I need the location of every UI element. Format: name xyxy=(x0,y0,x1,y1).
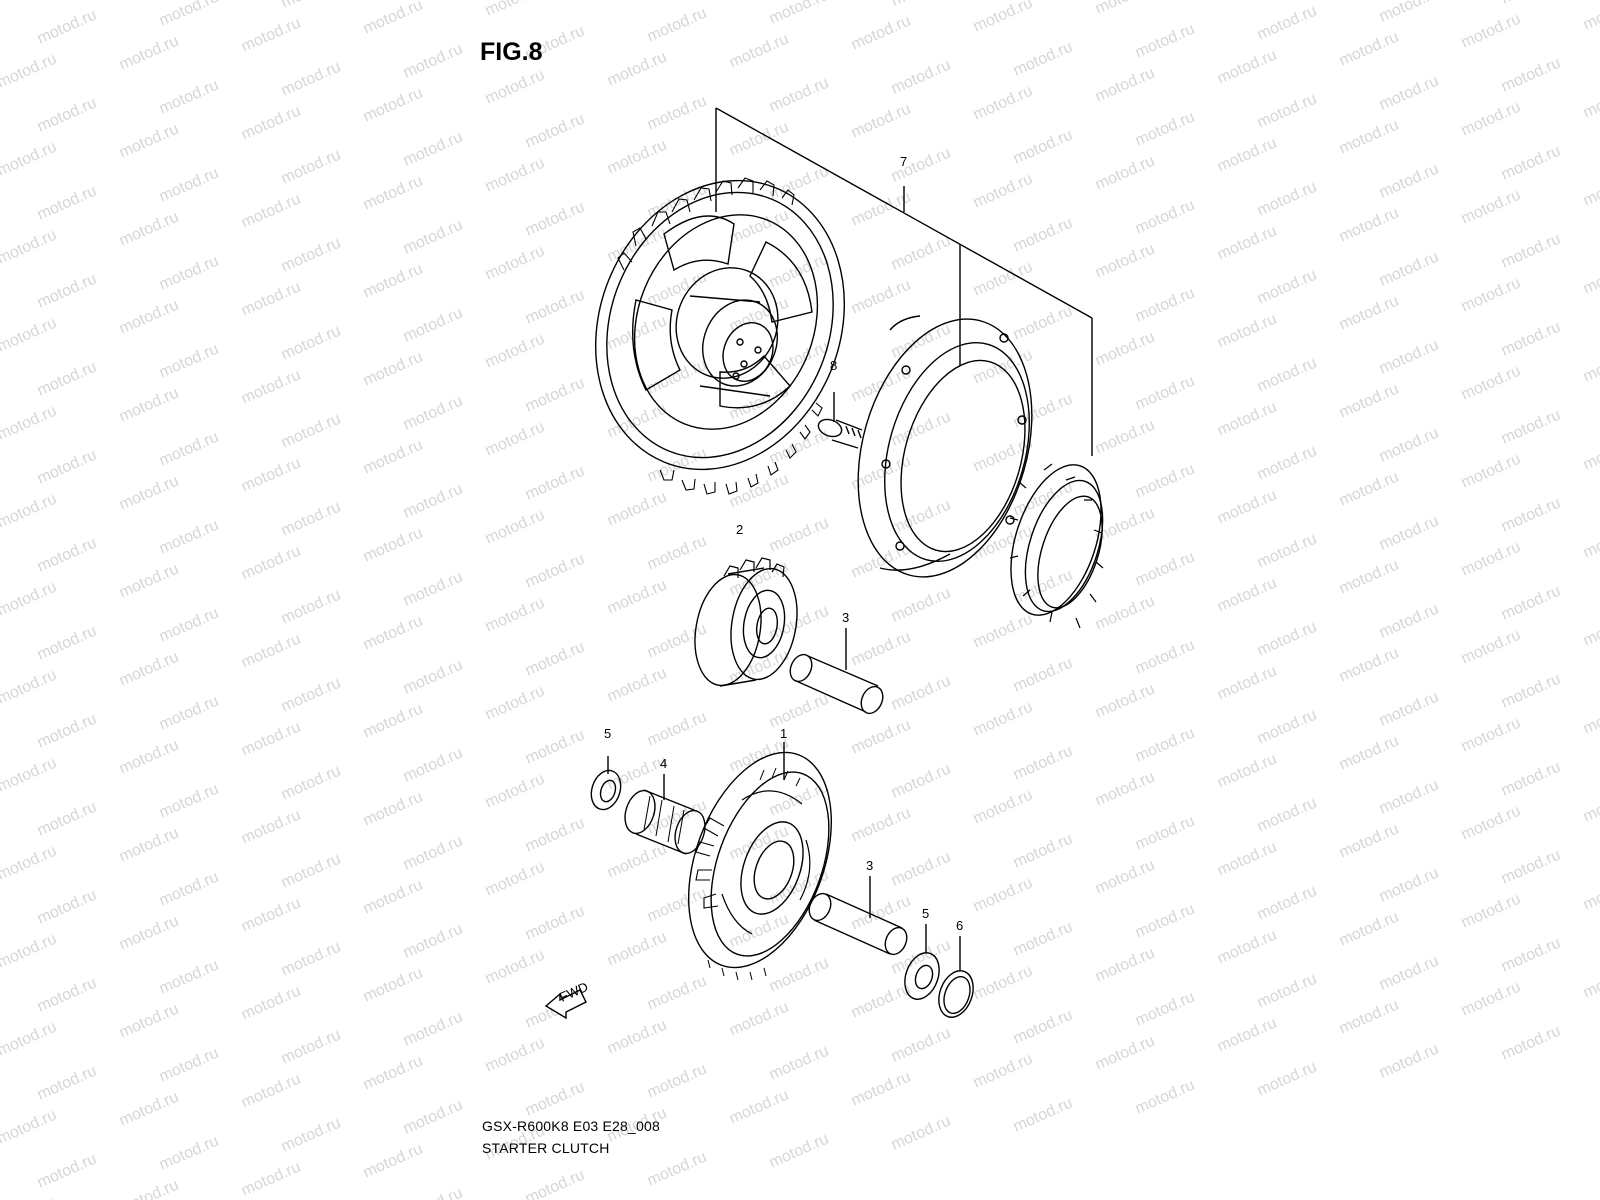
model-code: GSX-R600K8 E03 E28_008 xyxy=(482,1118,660,1134)
shaft-lower-part xyxy=(805,876,911,958)
callout-8: 8 xyxy=(830,358,837,373)
shaft-upper-part xyxy=(786,628,887,717)
callout-3-lower: 3 xyxy=(866,858,873,873)
callout-5-right: 5 xyxy=(922,906,929,921)
figure-title: FIG.8 xyxy=(480,38,543,66)
bolt-part xyxy=(816,392,862,448)
callout-4: 4 xyxy=(660,756,667,771)
shim-part xyxy=(933,936,979,1022)
forward-arrow-icon xyxy=(546,990,586,1018)
gear-teeth xyxy=(618,178,822,494)
clutch-housing xyxy=(830,299,1060,598)
callout-1: 1 xyxy=(780,726,787,741)
washer-left-part xyxy=(587,756,626,813)
idle-gear-part xyxy=(687,558,805,691)
one-way-clutch xyxy=(994,453,1118,628)
starter-clutch-gear xyxy=(553,143,886,507)
washer-right-part xyxy=(899,924,945,1004)
needle-bearing-part xyxy=(620,774,710,857)
assembly-name: STARTER CLUTCH xyxy=(482,1140,610,1156)
callout-3-upper: 3 xyxy=(842,610,849,625)
callout-7: 7 xyxy=(900,154,907,169)
callout-2: 2 xyxy=(736,522,743,537)
idle-gear-no1-part xyxy=(662,733,859,987)
callout-5-left: 5 xyxy=(604,726,611,741)
callout-6: 6 xyxy=(956,918,963,933)
